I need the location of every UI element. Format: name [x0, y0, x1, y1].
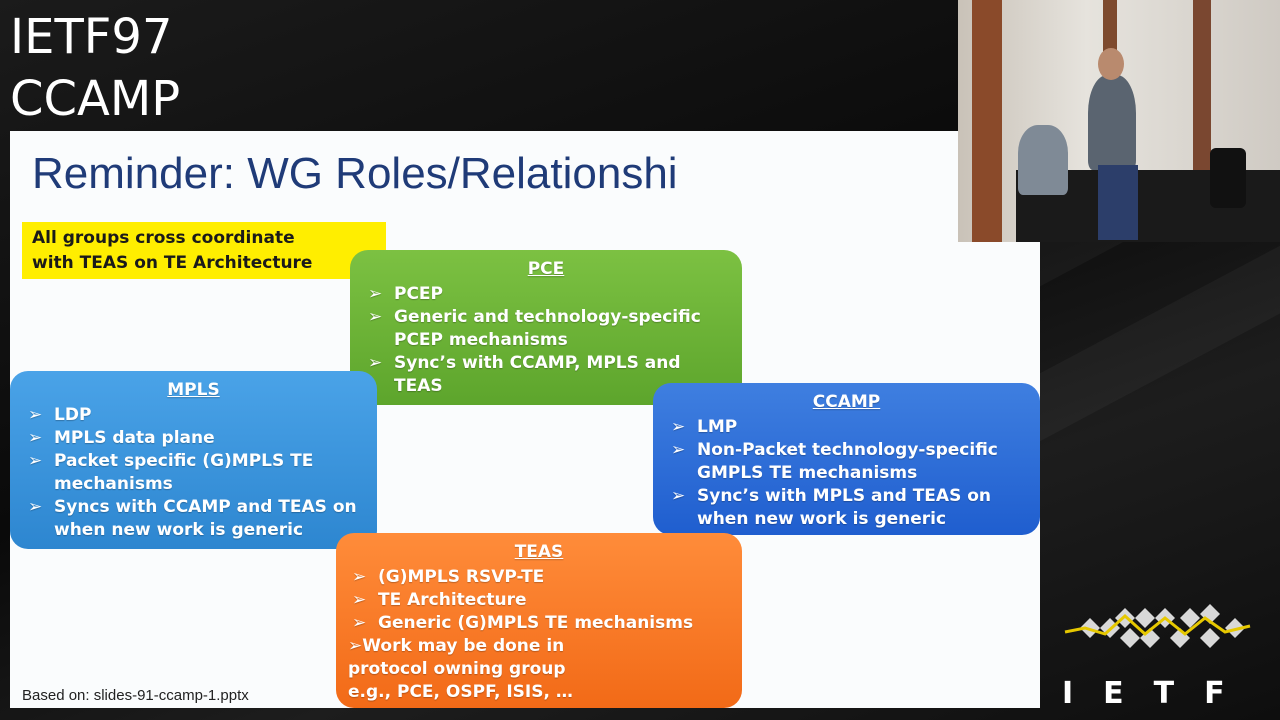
list-item: Generic (G)MPLS TE mechanisms [348, 612, 730, 635]
slide-footnote: Based on: slides-91-ccamp-1.pptx [22, 687, 249, 704]
seated-person [1018, 125, 1068, 195]
video-title-overlay: IETF97 CCAMP [10, 6, 180, 130]
slide-title: Reminder: WG Roles/Relationshi [32, 149, 678, 198]
mpls-box: MPLS LDP MPLS data plane Packet specific… [10, 371, 377, 549]
speaker-camera-view [958, 0, 1280, 242]
mpls-heading: MPLS [167, 380, 220, 400]
presentation-slide: Reminder: WG Roles/Relationshi All group… [10, 131, 1040, 708]
speaker [1088, 75, 1136, 170]
list-item: LDP [24, 404, 363, 427]
list-item: Sync’s with MPLS and TEAS on when new wo… [667, 485, 1026, 531]
ietf-logo-graphic [1064, 604, 1251, 648]
teas-heading: TEAS [514, 542, 564, 562]
list-item: Generic and technology-specific PCEP mec… [364, 306, 728, 352]
list-item: Packet specific (G)MPLS TE mechanisms [24, 450, 363, 496]
list-item: Non-Packet technology-specific GMPLS TE … [667, 439, 1026, 485]
chair [1210, 148, 1246, 208]
ccamp-heading: CCAMP [812, 392, 881, 412]
list-item: ➢Work may be done in [348, 636, 565, 656]
list-item: Syncs with CCAMP and TEAS on when new wo… [24, 496, 363, 542]
list-item: MPLS data plane [24, 427, 363, 450]
note-line: All groups cross coordinate [32, 228, 295, 248]
pce-heading: PCE [527, 259, 565, 279]
teas-box: TEAS (G)MPLS RSVP-TE TE Architecture Gen… [336, 533, 742, 708]
list-item: (G)MPLS RSVP-TE [348, 566, 730, 589]
list-item: LMP [667, 416, 1026, 439]
wood-panel [972, 0, 1002, 242]
list-item: Sync’s with CCAMP, MPLS and TEAS [364, 352, 728, 398]
list-item: TE Architecture [348, 589, 730, 612]
list-item: PCEP [364, 283, 728, 306]
list-item: protocol owning group [348, 659, 566, 679]
working-group-label: CCAMP [10, 71, 181, 127]
speaker-head [1098, 48, 1124, 80]
ccamp-box: CCAMP LMP Non-Packet technology-specific… [653, 383, 1040, 535]
coordination-note: All groups cross coordinate with TEAS on… [22, 222, 386, 279]
list-item: e.g., PCE, OSPF, ISIS, … [348, 682, 573, 702]
conference-label: IETF97 [10, 9, 173, 65]
note-line: with TEAS on TE Architecture [32, 253, 313, 273]
pce-box: PCE PCEP Generic and technology-specific… [350, 250, 742, 405]
speaker-jeans [1098, 165, 1138, 240]
ietf-logo-text: IETF [1062, 676, 1255, 711]
